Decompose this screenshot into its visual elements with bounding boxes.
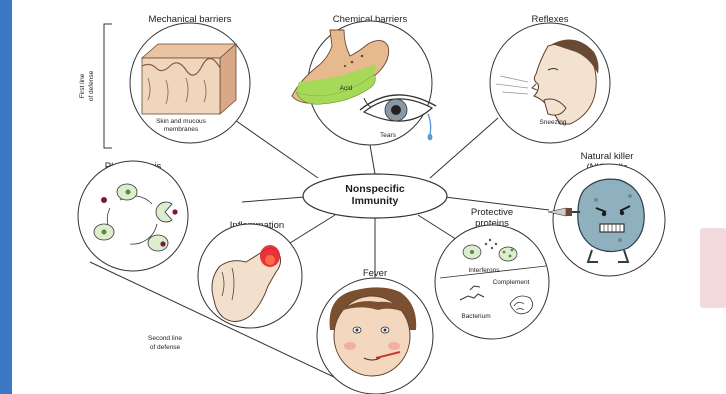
spoke-reflexes [430, 118, 498, 178]
left-edge-bar [0, 0, 12, 394]
bacterium-label: Bacterium [461, 313, 490, 320]
interferons-label: Interferons [468, 267, 500, 274]
skin-block-illustration [142, 44, 236, 114]
first-line-label-2: of defense [88, 70, 95, 101]
spoke-chemical [370, 145, 375, 174]
right-edge-tab [700, 228, 726, 308]
phagocytosis-circle [78, 161, 188, 271]
complement-label: Complement [493, 279, 530, 286]
spoke-mechanical [232, 118, 318, 178]
reflexes-caption: Sneezing [539, 119, 566, 126]
nk-title-1: Natural killer [581, 151, 634, 162]
first-line-bracket [104, 24, 112, 148]
second-line-label-1: Second line [148, 335, 182, 342]
hub-label-1: Nonspecific [345, 183, 405, 195]
spoke-phagocytosis [242, 197, 305, 202]
mechanical-caption-2: membranes [164, 126, 199, 133]
hub-label-2: Immunity [352, 195, 399, 207]
mechanical-caption-1: Skin and mucous [156, 118, 207, 125]
tears-label: Tears [380, 132, 397, 139]
spoke-inflammation [290, 215, 335, 243]
fever-title: Fever [363, 268, 387, 279]
first-line-label-1: First line [79, 73, 86, 98]
acid-label: Acid [340, 85, 353, 92]
proteins-title-1: Protective [471, 207, 513, 218]
second-line-label-2: of defense [150, 344, 181, 351]
